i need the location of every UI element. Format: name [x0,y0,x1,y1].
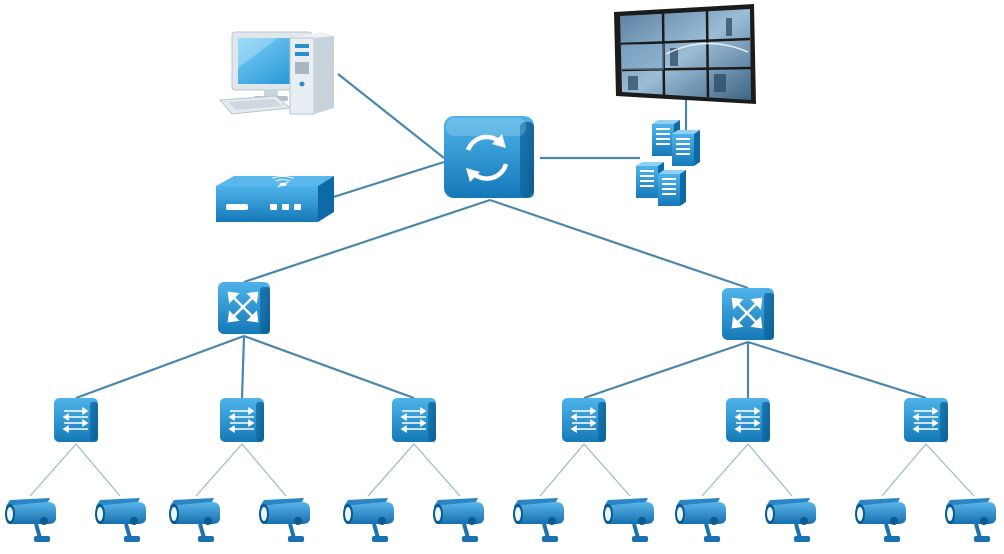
link-acc-1-cam-2 [75,443,121,497]
switch-cross-arrows-icon [216,280,272,336]
link-acc-5-cam-10 [747,443,793,497]
link-acc-1-cam-1 [29,443,77,497]
security-camera-icon [431,496,486,544]
security-camera-icon [853,496,908,544]
link-acc-3-cam-6 [413,443,461,497]
link-acc-4-cam-8 [583,443,631,497]
link-agg-right-acc-4 [583,340,749,400]
link-acc-6-cam-12 [925,443,975,497]
security-camera-icon [257,496,312,544]
switch-cross-arrows-icon [720,286,776,342]
server-cluster-icon [636,120,700,206]
switch-arrows-icon [561,397,607,443]
security-camera-icon [511,496,566,544]
link-acc-2-cam-3 [195,443,243,497]
link-agg-right-acc-6 [747,340,927,400]
security-camera-icon [167,496,222,544]
wireless-decoder-icon [216,175,334,222]
security-camera-icon [601,496,656,544]
security-camera-icon [93,496,148,544]
links [29,73,975,497]
link-agg-left-acc-1 [75,334,245,400]
link-acc-6-cam-11 [881,443,927,497]
link-acc-5-cam-9 [701,443,749,497]
switch-arrows-icon [391,397,437,443]
link-acc-2-cam-4 [241,443,287,497]
security-camera-icon [943,496,998,544]
link-pc-core [337,73,445,159]
switch-arrows-icon [725,397,771,443]
link-core-agg-right [489,198,749,290]
security-camera-icon [763,496,818,544]
desktop-computer-icon [218,31,334,115]
link-agg-left-acc-3 [243,334,415,400]
switch-arrows-icon [903,397,949,443]
link-agg-left-acc-2 [240,335,246,399]
link-decoder-core [323,160,445,202]
core-router-icon [444,116,534,198]
video-wall-icon [614,4,756,104]
security-camera-icon [3,496,58,544]
security-camera-icon [341,496,396,544]
link-acc-4-cam-7 [539,443,585,497]
link-core-agg-left [243,198,491,284]
security-camera-icon [673,496,728,544]
switch-arrows-icon [53,397,99,443]
link-acc-3-cam-5 [367,443,415,497]
switch-arrows-icon [219,397,265,443]
